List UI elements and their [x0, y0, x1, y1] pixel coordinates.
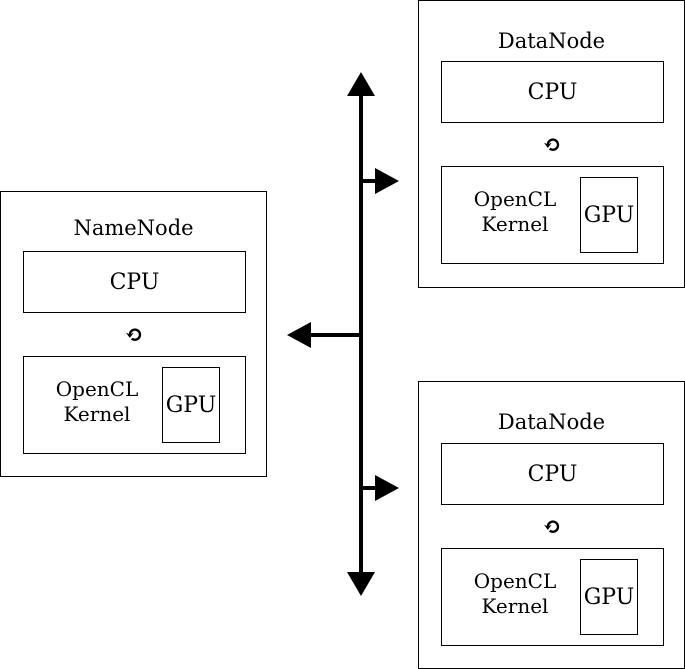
datanode-bottom-title: DataNode — [497, 410, 606, 434]
datanode-top-kernel-label: OpenCL Kernel — [450, 187, 580, 237]
datanode-bottom-sync-icon: ⟲ — [542, 514, 562, 540]
namenode-kernel-label: OpenCL Kernel — [32, 377, 162, 427]
namenode-kernel-box: OpenCL Kernel GPU — [23, 356, 246, 454]
arrow-to-namenode-head — [287, 322, 311, 348]
datanode-bottom-cpu: CPU — [441, 443, 664, 505]
namenode-sync-icon: ⟲ — [124, 322, 144, 348]
datanode-top-kernel-line1: OpenCL — [473, 187, 557, 211]
datanode-bottom-kernel-box: OpenCL Kernel GPU — [441, 548, 664, 646]
namenode-cpu: CPU — [23, 251, 246, 313]
datanode-top-gpu: GPU — [580, 177, 638, 253]
namenode-gpu: GPU — [162, 367, 220, 443]
arrow-to-datanode-bottom-head — [375, 475, 399, 501]
datanode-top-sync-icon: ⟲ — [542, 132, 562, 158]
datanode-top-cpu: CPU — [441, 61, 664, 123]
datanode-bottom-kernel-line2: Kernel — [481, 594, 549, 618]
bus-top-arrowhead — [347, 72, 375, 96]
arrow-to-datanode-top-head — [375, 168, 399, 194]
datanode-top: DataNode CPU ⟲ OpenCL Kernel GPU — [418, 0, 685, 288]
datanode-bottom-kernel-label: OpenCL Kernel — [450, 569, 580, 619]
datanode-top-title: DataNode — [497, 29, 606, 53]
datanode-bottom-kernel-line1: OpenCL — [473, 569, 557, 593]
datanode-top-kernel-box: OpenCL Kernel GPU — [441, 166, 664, 264]
namenode-kernel-line2: Kernel — [63, 402, 131, 426]
datanode-top-kernel-line2: Kernel — [481, 212, 549, 236]
namenode-kernel-line1: OpenCL — [55, 377, 139, 401]
datanode-bottom-gpu: GPU — [580, 559, 638, 635]
namenode: NameNode CPU ⟲ OpenCL Kernel GPU — [0, 191, 267, 477]
bus-bottom-arrowhead — [347, 572, 375, 596]
datanode-bottom: DataNode CPU ⟲ OpenCL Kernel GPU — [418, 381, 685, 669]
namenode-title: NameNode — [73, 216, 194, 240]
